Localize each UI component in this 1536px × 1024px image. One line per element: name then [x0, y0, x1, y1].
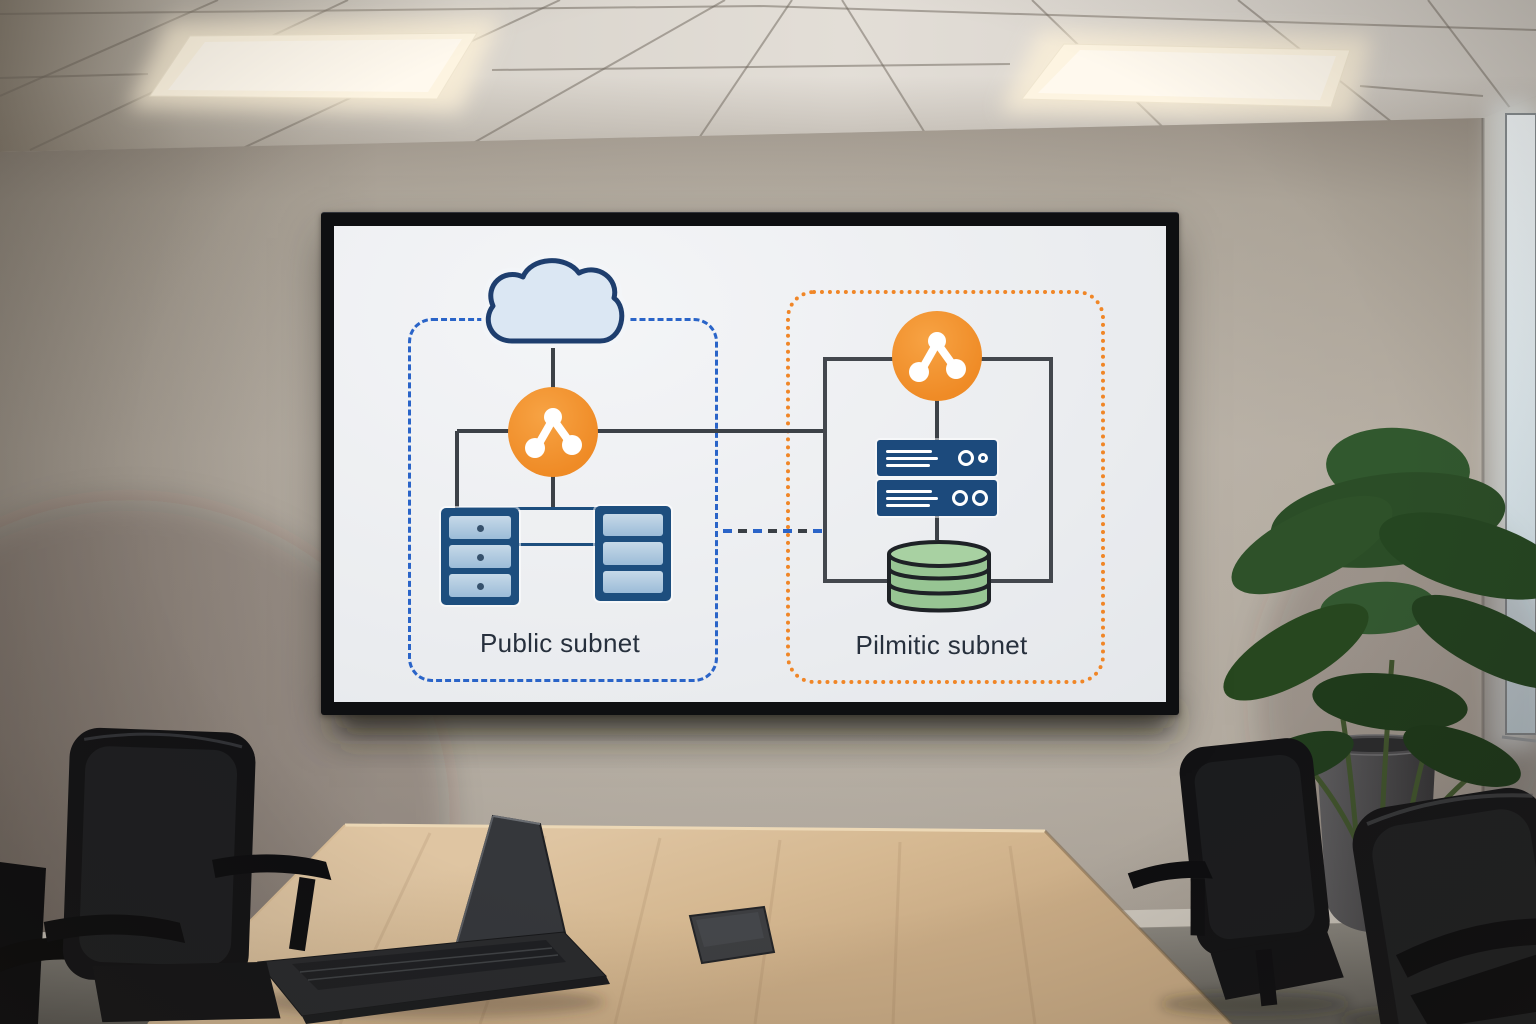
- server-link-line: [519, 543, 595, 546]
- public-subnet-label: Public subnet: [479, 628, 640, 658]
- server-row: [877, 480, 997, 516]
- wall-display: Public subnet Pilmitic subnet: [321, 212, 1179, 715]
- connector-line: [455, 431, 459, 510]
- plant-leaves: [1223, 427, 1536, 787]
- ceiling-light-left: [128, 18, 500, 112]
- cloud-icon: [481, 253, 629, 348]
- subnet-peering-line: [723, 529, 823, 533]
- database-icon: [887, 540, 991, 613]
- server-slot: [449, 545, 511, 568]
- network-node-icon: [508, 387, 598, 477]
- connector-line: [551, 348, 555, 390]
- private-subnet-label: Pilmitic subnet: [855, 630, 1028, 660]
- server-slot: [603, 542, 663, 565]
- ceiling-light-right: [1000, 30, 1372, 120]
- tv-screen: Public subnet Pilmitic subnet: [334, 226, 1166, 702]
- laptop: [255, 814, 610, 1024]
- office-chair-right-near: [1352, 787, 1536, 1024]
- server-slot: [603, 570, 663, 593]
- connector-line: [935, 514, 939, 540]
- bus-line: [457, 429, 823, 433]
- server-slot: [449, 516, 511, 539]
- server-slot: [449, 574, 511, 597]
- connector-line: [551, 474, 555, 510]
- private-subnet-boundary: [786, 290, 1105, 684]
- server-stack-icon: [441, 508, 519, 605]
- server-stack-icon: [595, 506, 671, 601]
- office-chair-left: [43, 727, 332, 1023]
- laptop-keyboard: [292, 940, 566, 990]
- connector-line: [935, 399, 939, 440]
- ceiling: [0, 0, 1536, 152]
- server-slot: [603, 514, 663, 537]
- chair-shadow: [1160, 992, 1350, 1016]
- network-node-icon: [892, 311, 982, 401]
- table-hub: [688, 905, 776, 965]
- server-link-line: [457, 507, 633, 510]
- office-chair-right-mid: [1127, 738, 1344, 1007]
- server-unit-icon: [877, 440, 997, 516]
- server-row: [877, 440, 997, 476]
